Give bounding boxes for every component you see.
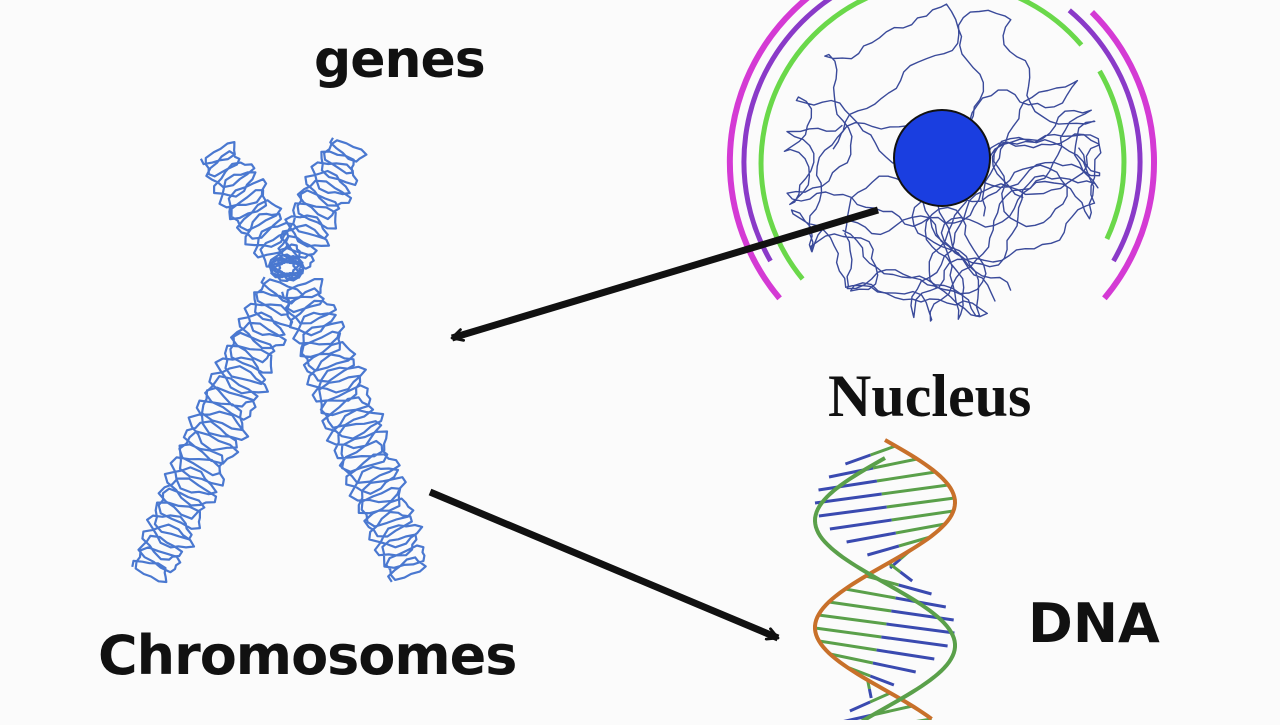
chromatid-arm-upper-left — [199, 141, 301, 271]
base-pair — [876, 648, 935, 661]
base-pair — [818, 639, 877, 652]
base-pair — [887, 561, 902, 574]
label-genes: genes — [314, 30, 486, 90]
base-pair — [846, 531, 897, 544]
nuclear-membrane-purple-2 — [1067, 8, 1143, 263]
base-pair — [829, 518, 892, 531]
base-pair — [818, 479, 878, 492]
centromere — [269, 253, 306, 283]
base-pair — [881, 483, 949, 496]
arrow-nucleus-to-chromosomes — [450, 206, 880, 342]
base-pair — [872, 457, 918, 470]
nuclear-membrane-green — [758, 0, 1084, 281]
nuclear-dna-strand — [790, 9, 1101, 322]
base-pair — [881, 635, 948, 648]
label-dna: DNA — [1028, 592, 1160, 655]
nuclear-membrane-green-2 — [1097, 69, 1127, 240]
base-pair — [828, 600, 892, 613]
dna-double-helix — [812, 438, 958, 725]
base-pair — [891, 609, 954, 622]
base-pair — [886, 496, 955, 509]
base-pair — [867, 688, 873, 699]
base-pair — [876, 470, 936, 483]
base-pair — [869, 444, 897, 457]
chromatid-arm-upper-right — [277, 137, 368, 270]
chromatid-arm-lower-right — [281, 278, 427, 583]
nuclear-dna-strand — [810, 175, 1012, 320]
base-pair — [814, 492, 882, 505]
arrow-chromosomes-to-dna — [428, 488, 780, 642]
base-pair — [829, 652, 874, 665]
base-pair — [866, 544, 900, 557]
nucleolus — [893, 109, 991, 207]
label-nucleus: Nucleus — [828, 363, 1032, 429]
nuclear-dna-strand — [910, 79, 1102, 319]
base-pair — [849, 700, 871, 713]
label-chromosomes: Chromosomes — [98, 624, 517, 687]
nucleus-illustration — [726, 0, 1157, 322]
dna-backbone-strand-2 — [812, 456, 957, 725]
base-pair — [872, 661, 917, 674]
nuclear-membrane-outer-2 — [1089, 9, 1157, 301]
nuclear-dna-strand — [783, 3, 985, 227]
base-pair — [869, 674, 895, 687]
base-pair — [814, 626, 882, 639]
dna-backbone-strand — [813, 438, 958, 721]
base-pair — [845, 587, 896, 600]
base-pair — [899, 570, 914, 583]
nuclear-membrane-outer — [726, 0, 810, 301]
base-pair — [818, 613, 887, 626]
base-pair — [818, 505, 887, 518]
nuclear-dna-strand — [911, 109, 1100, 317]
base-pair — [886, 622, 955, 635]
base-pair — [895, 522, 946, 535]
base-pair — [898, 583, 932, 596]
chromosome-illustration — [131, 137, 427, 584]
base-pair — [891, 509, 954, 522]
base-pair — [844, 453, 872, 466]
chromatid-arm-lower-left — [131, 276, 304, 584]
base-pair — [869, 691, 891, 704]
nuclear-dna-strands — [783, 3, 1102, 322]
nuclear-membrane-purple — [741, 0, 833, 263]
